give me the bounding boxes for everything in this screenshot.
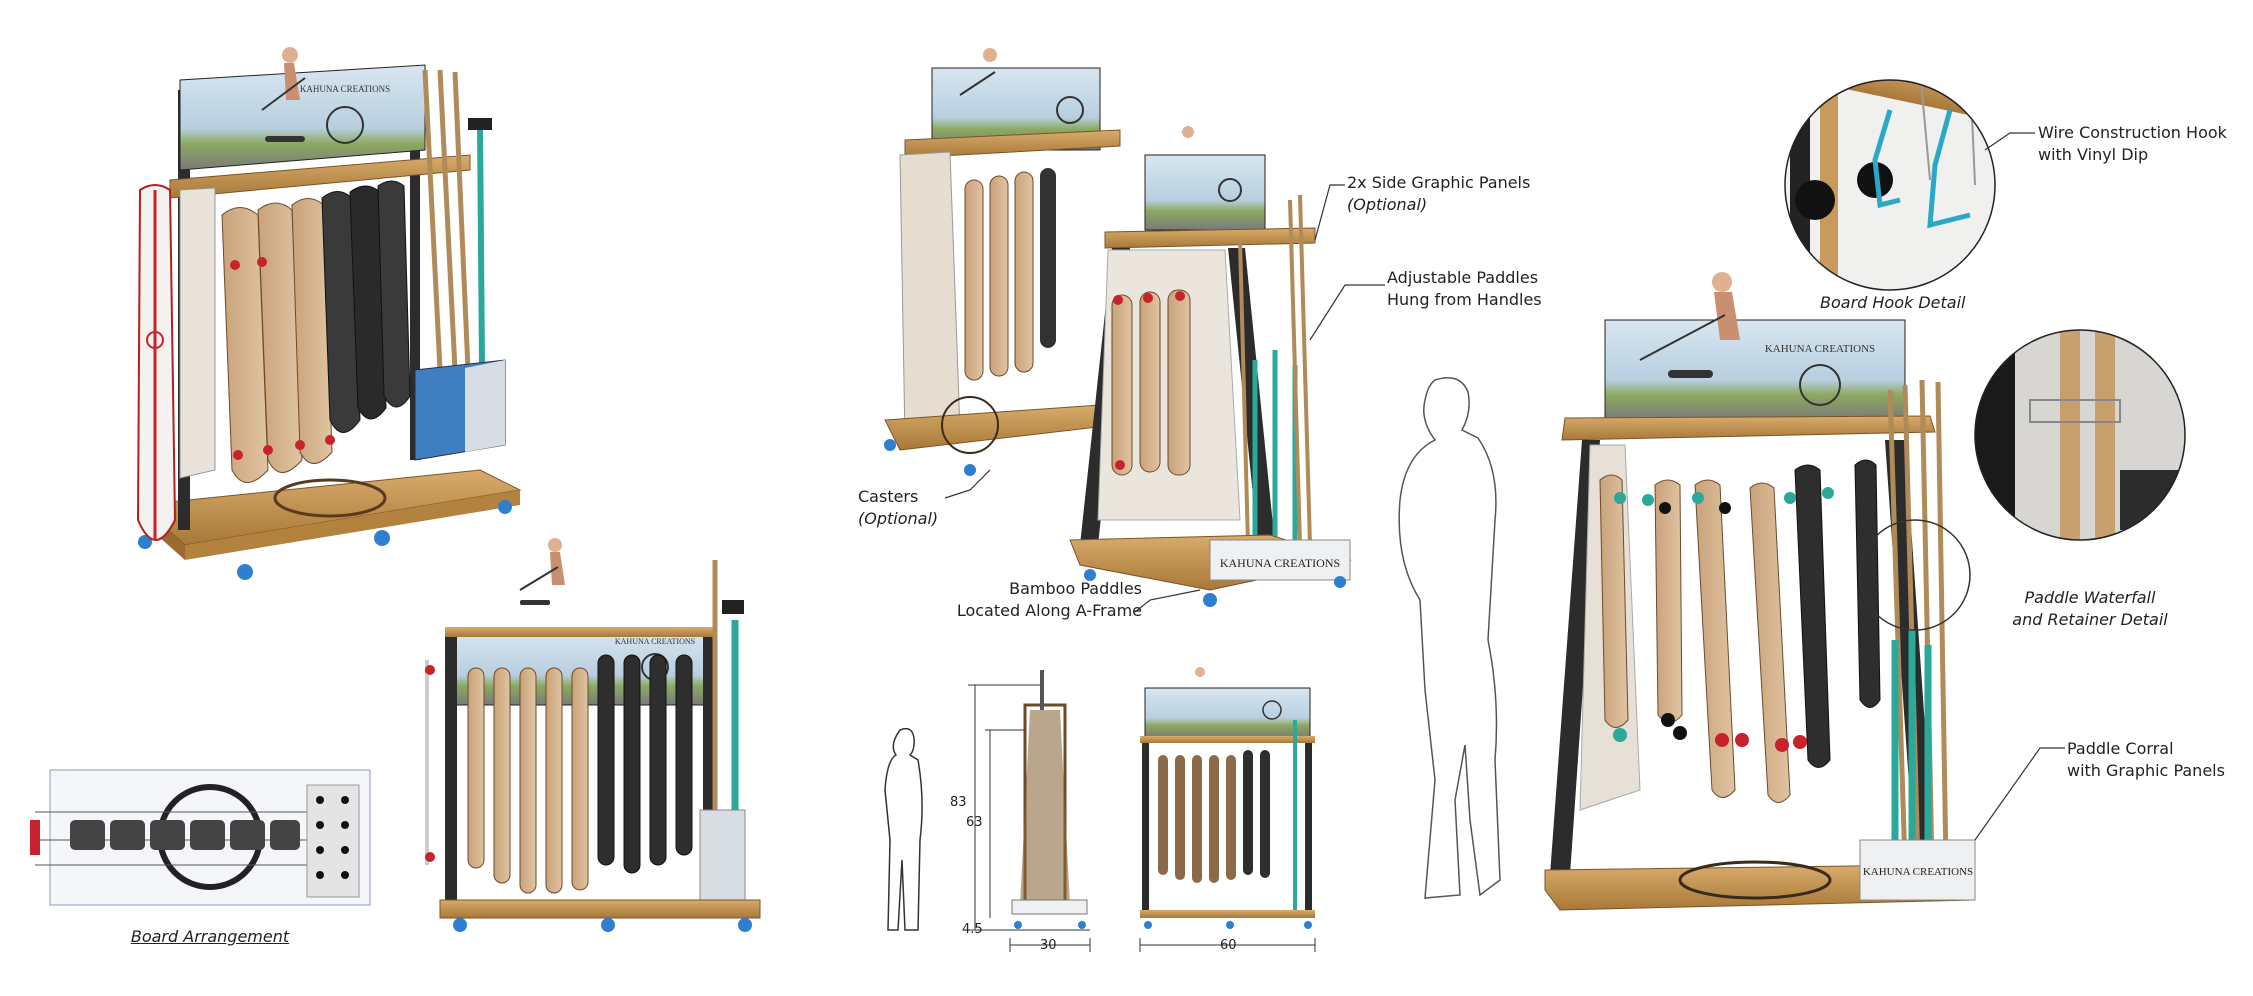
dim-depth: 30 [1040,938,1057,953]
dimension-views [884,667,1316,952]
human-silhouette [1398,377,1501,899]
callout-wire-hook: Wire Construction Hook with Vinyl Dip [2038,123,2227,164]
paddle-retainer-detail-circle [1974,329,2186,541]
caption-board-hook-detail: Board Hook Detail [1820,293,1966,312]
callout-paddle-corral: Paddle Corral with Graphic Panels [2067,739,2225,780]
dim-overall-height: 83 [950,795,967,810]
board-hook-detail-circle [1784,79,1996,291]
callout-adjustable-paddles: Adjustable Paddles Hung from Handles [1387,268,1542,309]
caption-board-arrangement: Board Arrangement [130,927,290,946]
dim-width: 60 [1220,938,1237,953]
svg-text:KAHUNA CREATIONS: KAHUNA CREATIONS [1863,866,1973,878]
svg-text:KAHUNA CREATIONS: KAHUNA CREATIONS [300,84,390,94]
render-a-frame-pair: KAHUNA CREATIONS [884,48,1352,607]
dim-frame-height: 63 [966,815,983,830]
callout-leader-lines [944,132,2065,841]
callout-side-graphic-panels: 2x Side Graphic Panels (Optional) [1347,173,1531,214]
dim-caster-height: 4.5 [962,922,983,937]
render-front-view: KAHUNA CREATIONS [425,538,761,932]
render-angled-view: KAHUNA CREATIONS [136,47,522,580]
svg-text:KAHUNA CREATIONS: KAHUNA CREATIONS [615,637,695,646]
caption-paddle-waterfall: Paddle Waterfall and Retainer Detail [2012,588,2168,629]
svg-text:KAHUNA CREATIONS: KAHUNA CREATIONS [1220,556,1340,570]
callout-bamboo-paddles: Bamboo Paddles Located Along A-Frame [956,579,1142,620]
render-large-view: KAHUNA CREATIONS [1544,272,1976,911]
board-arrangement-plan [30,769,371,906]
callout-casters: Casters (Optional) [858,487,939,528]
svg-text:KAHUNA CREATIONS: KAHUNA CREATIONS [1765,343,1875,355]
